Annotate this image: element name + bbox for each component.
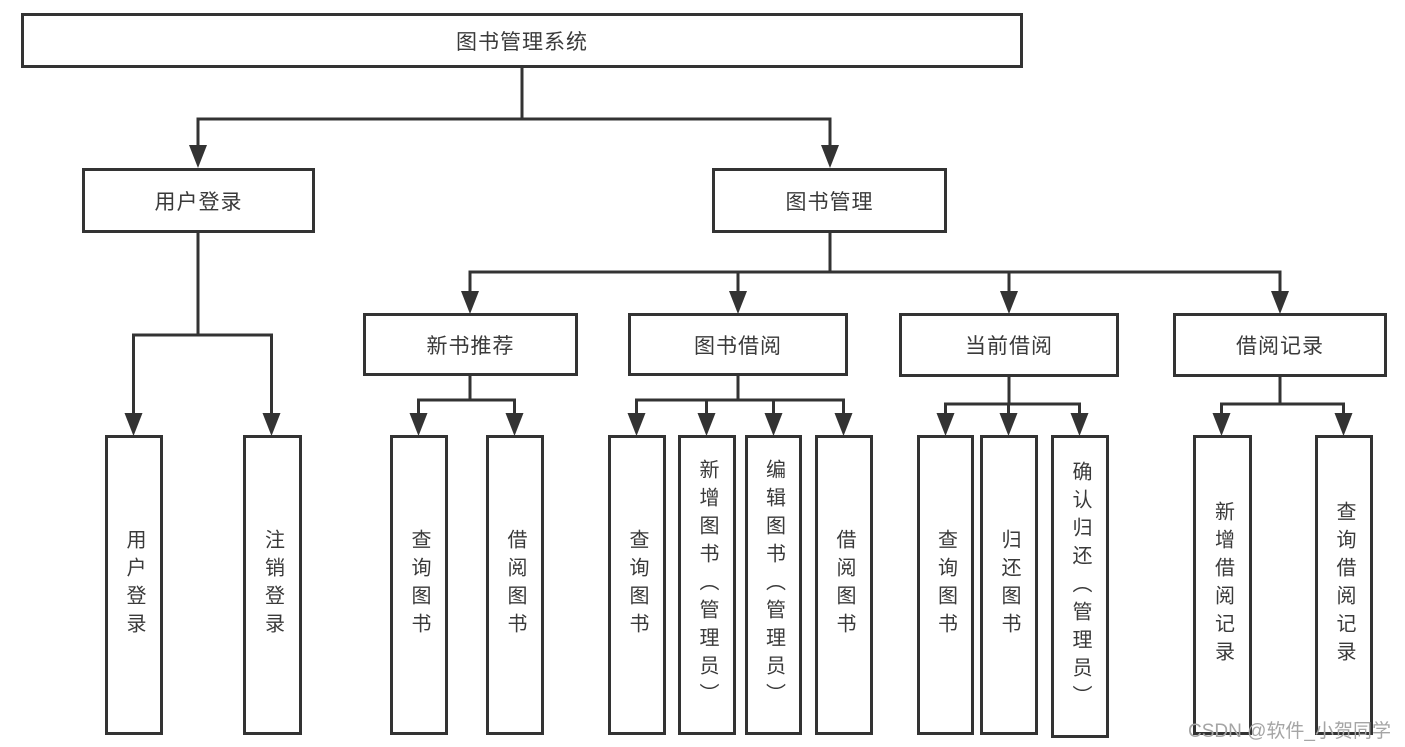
leaf-logout: 注销登录 (243, 435, 302, 735)
leaf-confirm-return-admin-label: 确认归还（管理员） (1069, 460, 1091, 713)
node-library-management-system: 图书管理系统 (21, 13, 1023, 68)
leaf-query-books-borrowing: 查询图书 (608, 435, 666, 735)
leaf-borrow-books-recommend: 借阅图书 (486, 435, 544, 735)
leaf-borrow-books-borrowing: 借阅图书 (815, 435, 873, 735)
leaf-query-books-recommend-label: 查询图书 (408, 529, 430, 641)
leaf-borrow-books-borrowing-label: 借阅图书 (833, 529, 855, 641)
leaf-add-borrow-record: 新增借阅记录 (1193, 435, 1252, 735)
leaf-borrow-books-recommend-label: 借阅图书 (504, 529, 526, 641)
leaf-user-login-label: 用户登录 (123, 529, 145, 641)
leaf-query-books-borrowing-label: 查询图书 (626, 529, 648, 641)
leaf-add-books-admin-label: 新增图书（管理员） (696, 459, 718, 711)
leaf-add-borrow-record-label: 新增借阅记录 (1211, 501, 1234, 669)
node-borrowing-records: 借阅记录 (1173, 313, 1387, 377)
leaf-return-books-label: 归还图书 (998, 529, 1020, 641)
node-new-book-recommend: 新书推荐 (363, 313, 578, 376)
leaf-query-books-recommend: 查询图书 (390, 435, 448, 735)
leaf-query-books-current: 查询图书 (917, 435, 974, 735)
leaf-query-borrow-record: 查询借阅记录 (1315, 435, 1373, 735)
leaf-add-books-admin: 新增图书（管理员） (678, 435, 736, 735)
node-book-management: 图书管理 (712, 168, 947, 233)
leaf-edit-books-admin-label: 编辑图书（管理员） (762, 459, 785, 711)
leaf-query-borrow-record-label: 查询借阅记录 (1333, 501, 1355, 669)
node-current-borrowing: 当前借阅 (899, 313, 1119, 377)
leaf-logout-label: 注销登录 (261, 529, 284, 641)
node-user-login: 用户登录 (82, 168, 315, 233)
leaf-edit-books-admin: 编辑图书（管理员） (745, 435, 802, 735)
leaf-return-books: 归还图书 (980, 435, 1038, 735)
node-book-borrowing: 图书借阅 (628, 313, 848, 376)
csdn-watermark: CSDN @软件_小贺同学 (1188, 721, 1391, 742)
leaf-confirm-return-admin: 确认归还（管理员） (1051, 435, 1109, 738)
leaf-user-login: 用户登录 (105, 435, 163, 735)
leaf-query-books-current-label: 查询图书 (934, 529, 957, 641)
